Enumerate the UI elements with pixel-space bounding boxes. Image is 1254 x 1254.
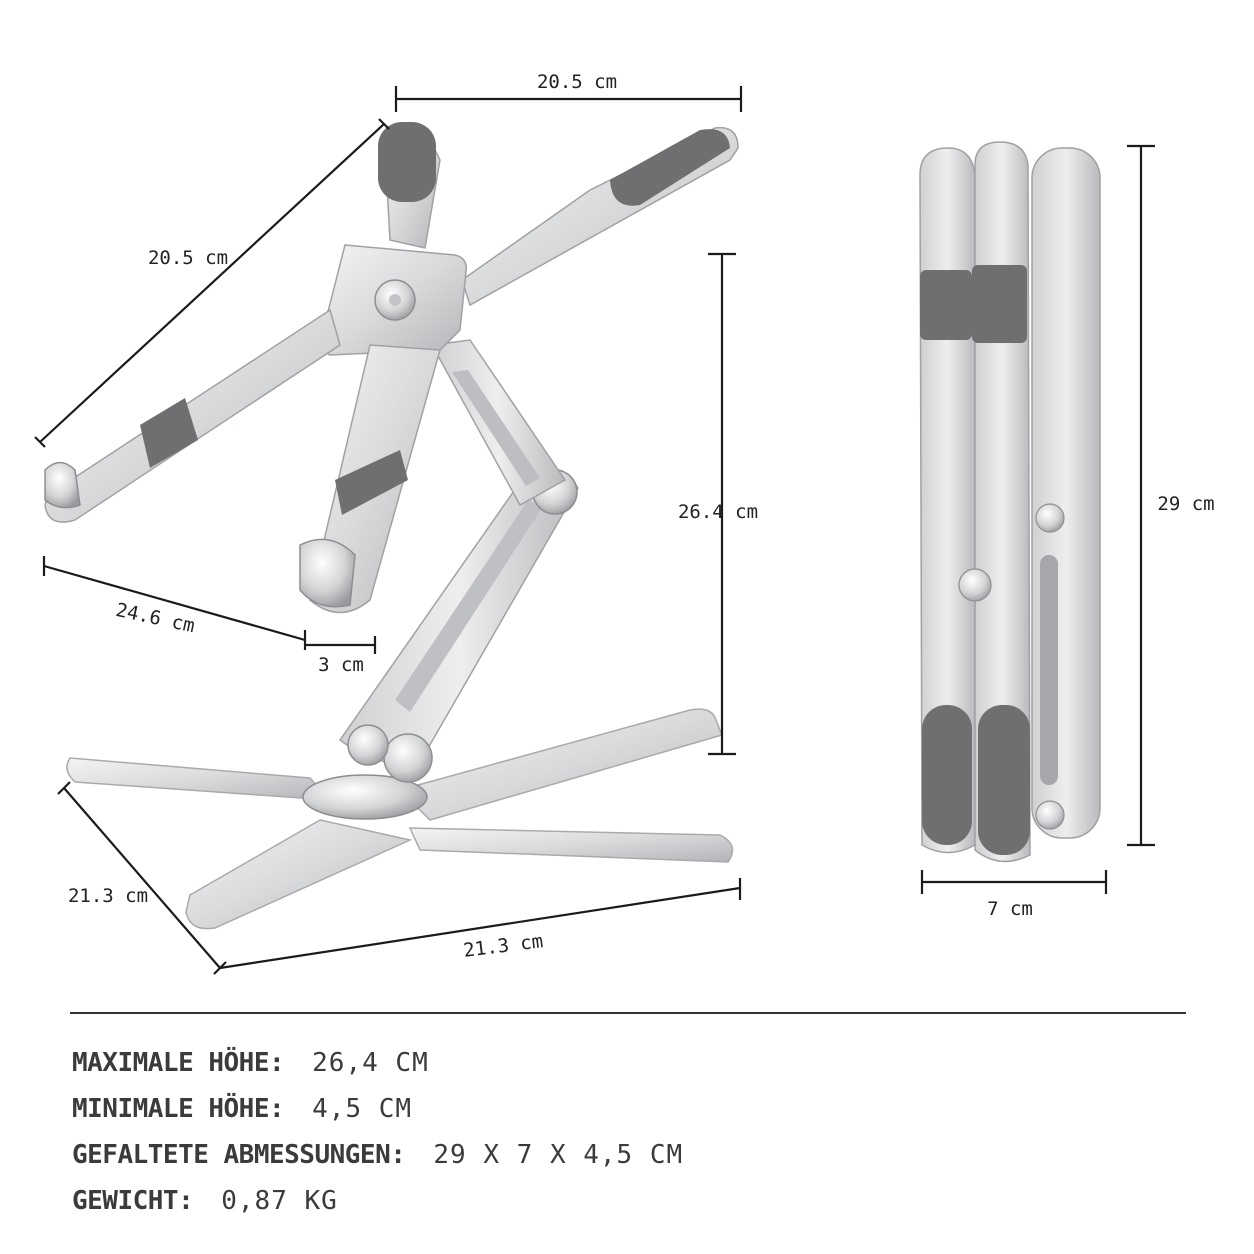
label-height: 26.4 cm <box>678 501 758 523</box>
spec-list: MAXIMALE HÖHE: 26,4 CM MINIMALE HÖHE: 4,… <box>72 1040 683 1224</box>
label-base-depth: 21.3 cm <box>68 885 148 907</box>
stand-rubber-pads <box>140 122 730 515</box>
dimension-lines <box>34 86 1155 975</box>
label-arm-length: 20.5 cm <box>148 247 228 269</box>
divider <box>70 1012 1186 1014</box>
label-lip: 3 cm <box>318 654 364 676</box>
stand-upper-arm <box>430 339 567 507</box>
label-top-width: 20.5 cm <box>537 71 617 93</box>
spec-value: 26,4 CM <box>312 1048 429 1078</box>
spec-value: 0,87 KG <box>221 1186 338 1216</box>
spec-max-height: MAXIMALE HÖHE: 26,4 CM <box>72 1040 683 1086</box>
spec-label: GEWICHT: <box>72 1186 194 1216</box>
stand-illustration <box>44 122 739 930</box>
spec-label: MINIMALE HÖHE: <box>72 1094 285 1124</box>
spec-folded-dimensions: GEFALTETE ABMESSUNGEN: 29 X 7 X 4,5 CM <box>72 1132 683 1178</box>
folded-stand-illustration <box>919 141 1101 863</box>
label-folded-width: 7 cm <box>987 898 1033 920</box>
spec-value: 4,5 CM <box>312 1094 413 1124</box>
label-base-width: 21.3 cm <box>462 930 544 962</box>
spec-label: GEFALTETE ABMESSUNGEN: <box>72 1140 406 1170</box>
spec-label: MAXIMALE HÖHE: <box>72 1048 285 1078</box>
stand-base <box>66 708 734 930</box>
product-diagram: 20.5 cm 20.5 cm 26.4 cm 24.6 cm 3 cm 21.… <box>34 71 1215 975</box>
label-folded-height: 29 cm <box>1157 493 1214 515</box>
spec-value: 29 X 7 X 4,5 CM <box>433 1140 684 1170</box>
spec-min-height: MINIMALE HÖHE: 4,5 CM <box>72 1086 683 1132</box>
spec-weight: GEWICHT: 0,87 KG <box>72 1178 683 1224</box>
